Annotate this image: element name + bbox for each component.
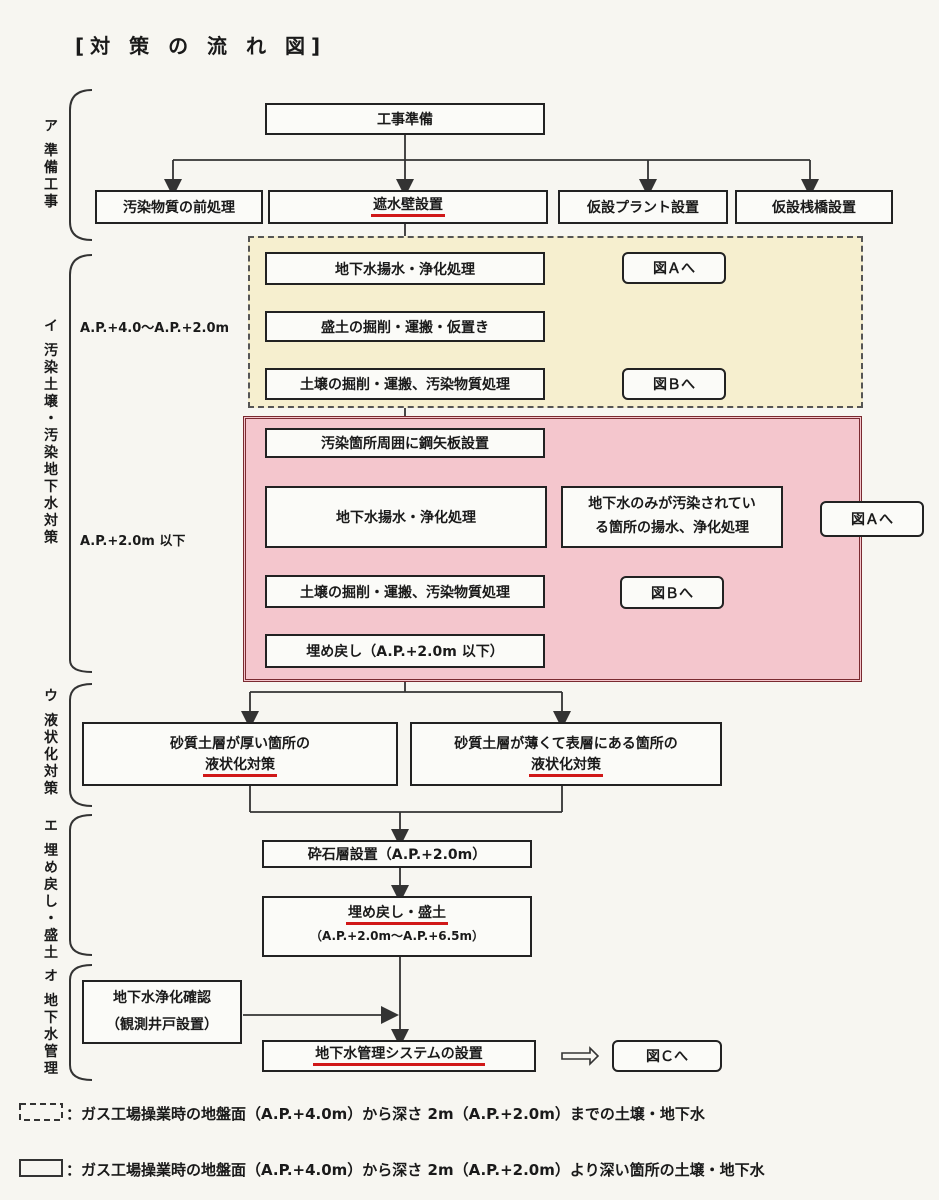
node-kouji-junbi: 工事準備	[265, 103, 545, 135]
range-upper-label: A.P.+4.0～A.P.+2.0m	[80, 321, 230, 336]
ref-zu-b-1: 図Ｂへ	[622, 368, 726, 400]
section-i-label: イ 汚染土壌・汚染地下水対策	[42, 318, 58, 547]
node-osen-maeshori: 汚染物質の前処理	[95, 190, 263, 224]
node-ekijo-usui-line2: 液状化対策	[529, 757, 603, 778]
node-y-morido: 盛土の掘削・運搬・仮置き	[265, 311, 545, 342]
legend-dashed: ：ガス工場操業時の地盤面（A.P.+4.0m）から深さ 2m（A.P.+2.0m…	[66, 1105, 705, 1123]
node-p-chikasui-only-line1: 地下水のみが汚染されてい	[588, 496, 756, 513]
section-u-label: ウ 液状化対策	[42, 688, 58, 798]
node-p-chikasui-only: 地下水のみが汚染されてい る箇所の揚水、浄化処理	[561, 486, 783, 548]
ref-zu-c: 図Ｃへ	[612, 1040, 722, 1072]
node-saiseki: 砕石層設置（A.P.+2.0m）	[262, 840, 532, 868]
node-umemodoshi-range: （A.P.+2.0m～A.P.+6.5m）	[309, 929, 485, 943]
node-ekijo-atsui-line2: 液状化対策	[203, 757, 277, 778]
node-kanri-system: 地下水管理システムの設置	[262, 1040, 536, 1072]
range-lower-label: A.P.+2.0m 以下	[80, 534, 186, 549]
node-ekijo-usui: 砂質土層が薄くて表層にある箇所の 液状化対策	[410, 722, 722, 786]
legend-solid: ：ガス工場操業時の地盤面（A.P.+4.0m）から深さ 2m（A.P.+2.0m…	[66, 1161, 765, 1179]
node-p-dojou: 土壌の掘削・運搬、汚染物質処理	[265, 575, 545, 608]
node-ekijo-atsui: 砂質土層が厚い箇所の 液状化対策	[82, 722, 398, 786]
node-shasuiheki-label: 遮水壁設置	[371, 197, 445, 217]
node-kasetsu-sanbashi: 仮設桟橋設置	[735, 190, 893, 224]
section-o-label: オ 地下水管理	[42, 968, 58, 1078]
node-y-chikasui: 地下水揚水・浄化処理	[265, 252, 545, 285]
section-a-label: ア 準備工事	[42, 118, 58, 211]
node-p-chikasui-only-line2: る箇所の揚水、浄化処理	[595, 520, 749, 536]
ref-zu-a-2: 図Ａへ	[820, 501, 924, 537]
node-p-kouyaita: 汚染箇所周囲に鋼矢板設置	[265, 428, 545, 458]
node-y-dojou: 土壌の掘削・運搬、汚染物質処理	[265, 368, 545, 400]
node-kasetsu-plant: 仮設プラント設置	[558, 190, 728, 224]
page-title: [対 策 の 流 れ 図]	[75, 34, 327, 58]
node-chikasui-kakunin: 地下水浄化確認 （観測井戸設置）	[82, 980, 242, 1044]
node-ekijo-atsui-line1: 砂質土層が厚い箇所の	[170, 735, 310, 752]
node-p-umemodoshi: 埋め戻し（A.P.+2.0m 以下）	[265, 634, 545, 668]
node-shasuiheki: 遮水壁設置	[268, 190, 548, 224]
section-e-label: エ 埋め戻し・盛土	[42, 818, 58, 962]
node-chikasui-kakunin-line2: （観測井戸設置）	[106, 1017, 218, 1033]
node-chikasui-kakunin-line1: 地下水浄化確認	[113, 990, 211, 1007]
ref-zu-b-2: 図Ｂへ	[620, 576, 724, 609]
ref-zu-a-1: 図Ａへ	[622, 252, 726, 284]
node-umemodoshi-morido-label: 埋め戻し・盛土	[346, 905, 448, 925]
node-kanri-system-label: 地下水管理システムの設置	[313, 1046, 485, 1066]
node-umemodoshi-morido: 埋め戻し・盛土 （A.P.+2.0m～A.P.+6.5m）	[262, 896, 532, 957]
node-p-chikasui: 地下水揚水・浄化処理	[265, 486, 547, 548]
node-ekijo-usui-line1: 砂質土層が薄くて表層にある箇所の	[454, 735, 678, 752]
